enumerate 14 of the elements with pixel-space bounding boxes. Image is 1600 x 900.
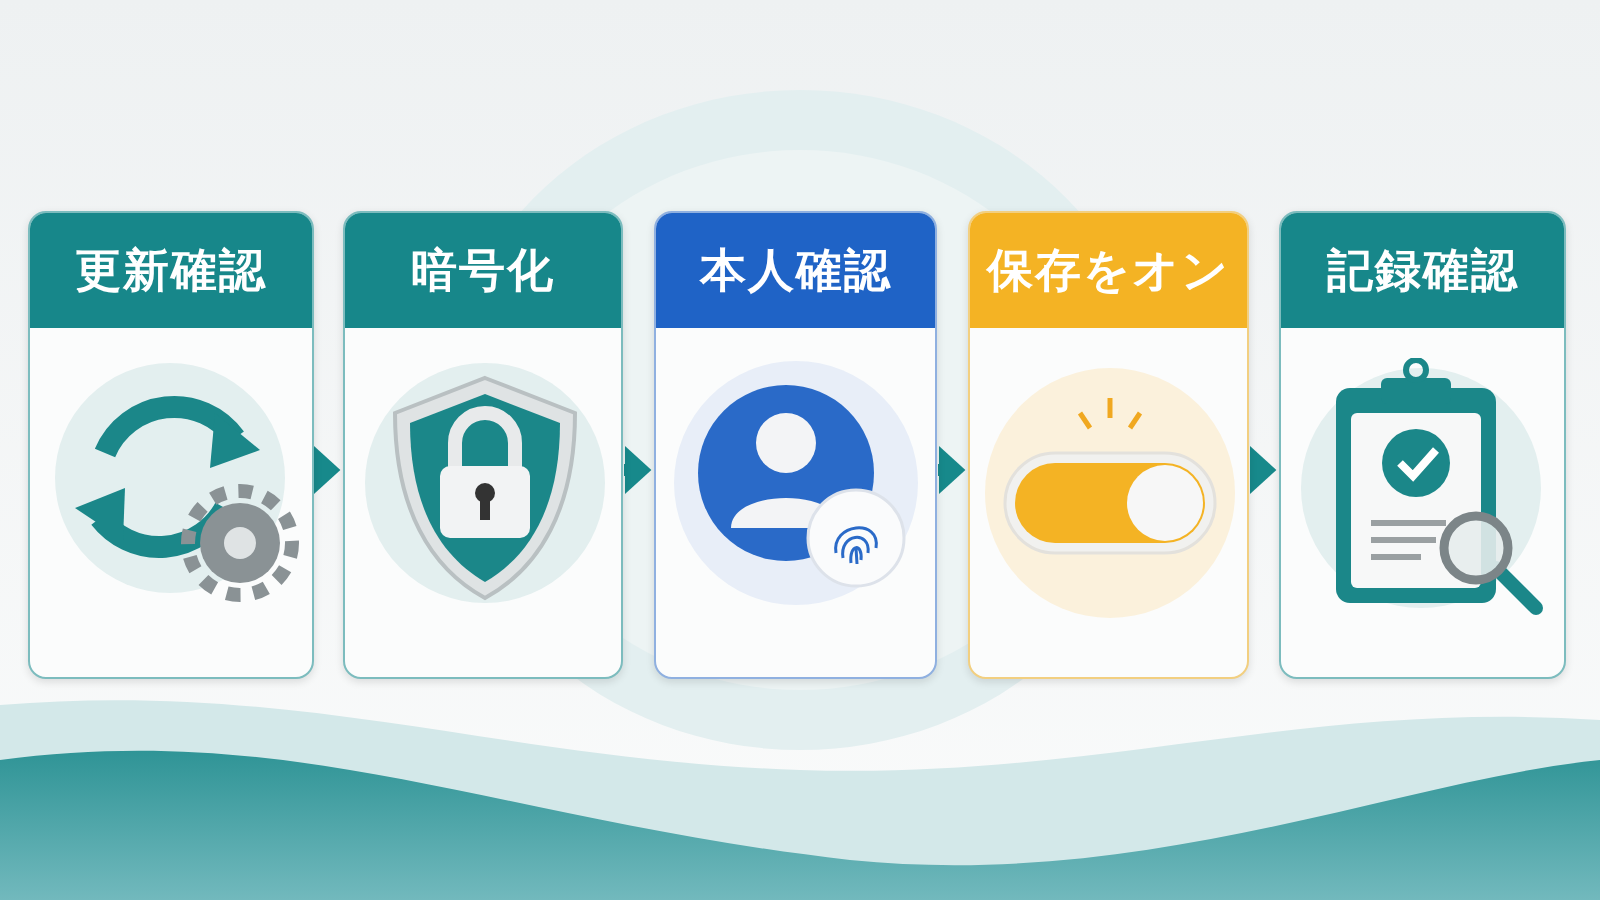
step-heading: 更新確認 <box>30 213 312 328</box>
step-card <box>654 211 937 679</box>
arrow <box>1250 446 1277 494</box>
step-card <box>343 211 623 679</box>
step-heading: 暗号化 <box>345 213 621 328</box>
step-card <box>28 211 314 679</box>
step-card <box>968 211 1249 679</box>
step-heading: 本人確認 <box>656 213 935 328</box>
arrow <box>938 446 966 494</box>
step-heading: 保存をオン <box>970 213 1247 328</box>
step-heading: 記録確認 <box>1281 213 1564 328</box>
step-card <box>1279 211 1566 679</box>
arrow <box>624 446 652 494</box>
arrow <box>314 446 341 494</box>
